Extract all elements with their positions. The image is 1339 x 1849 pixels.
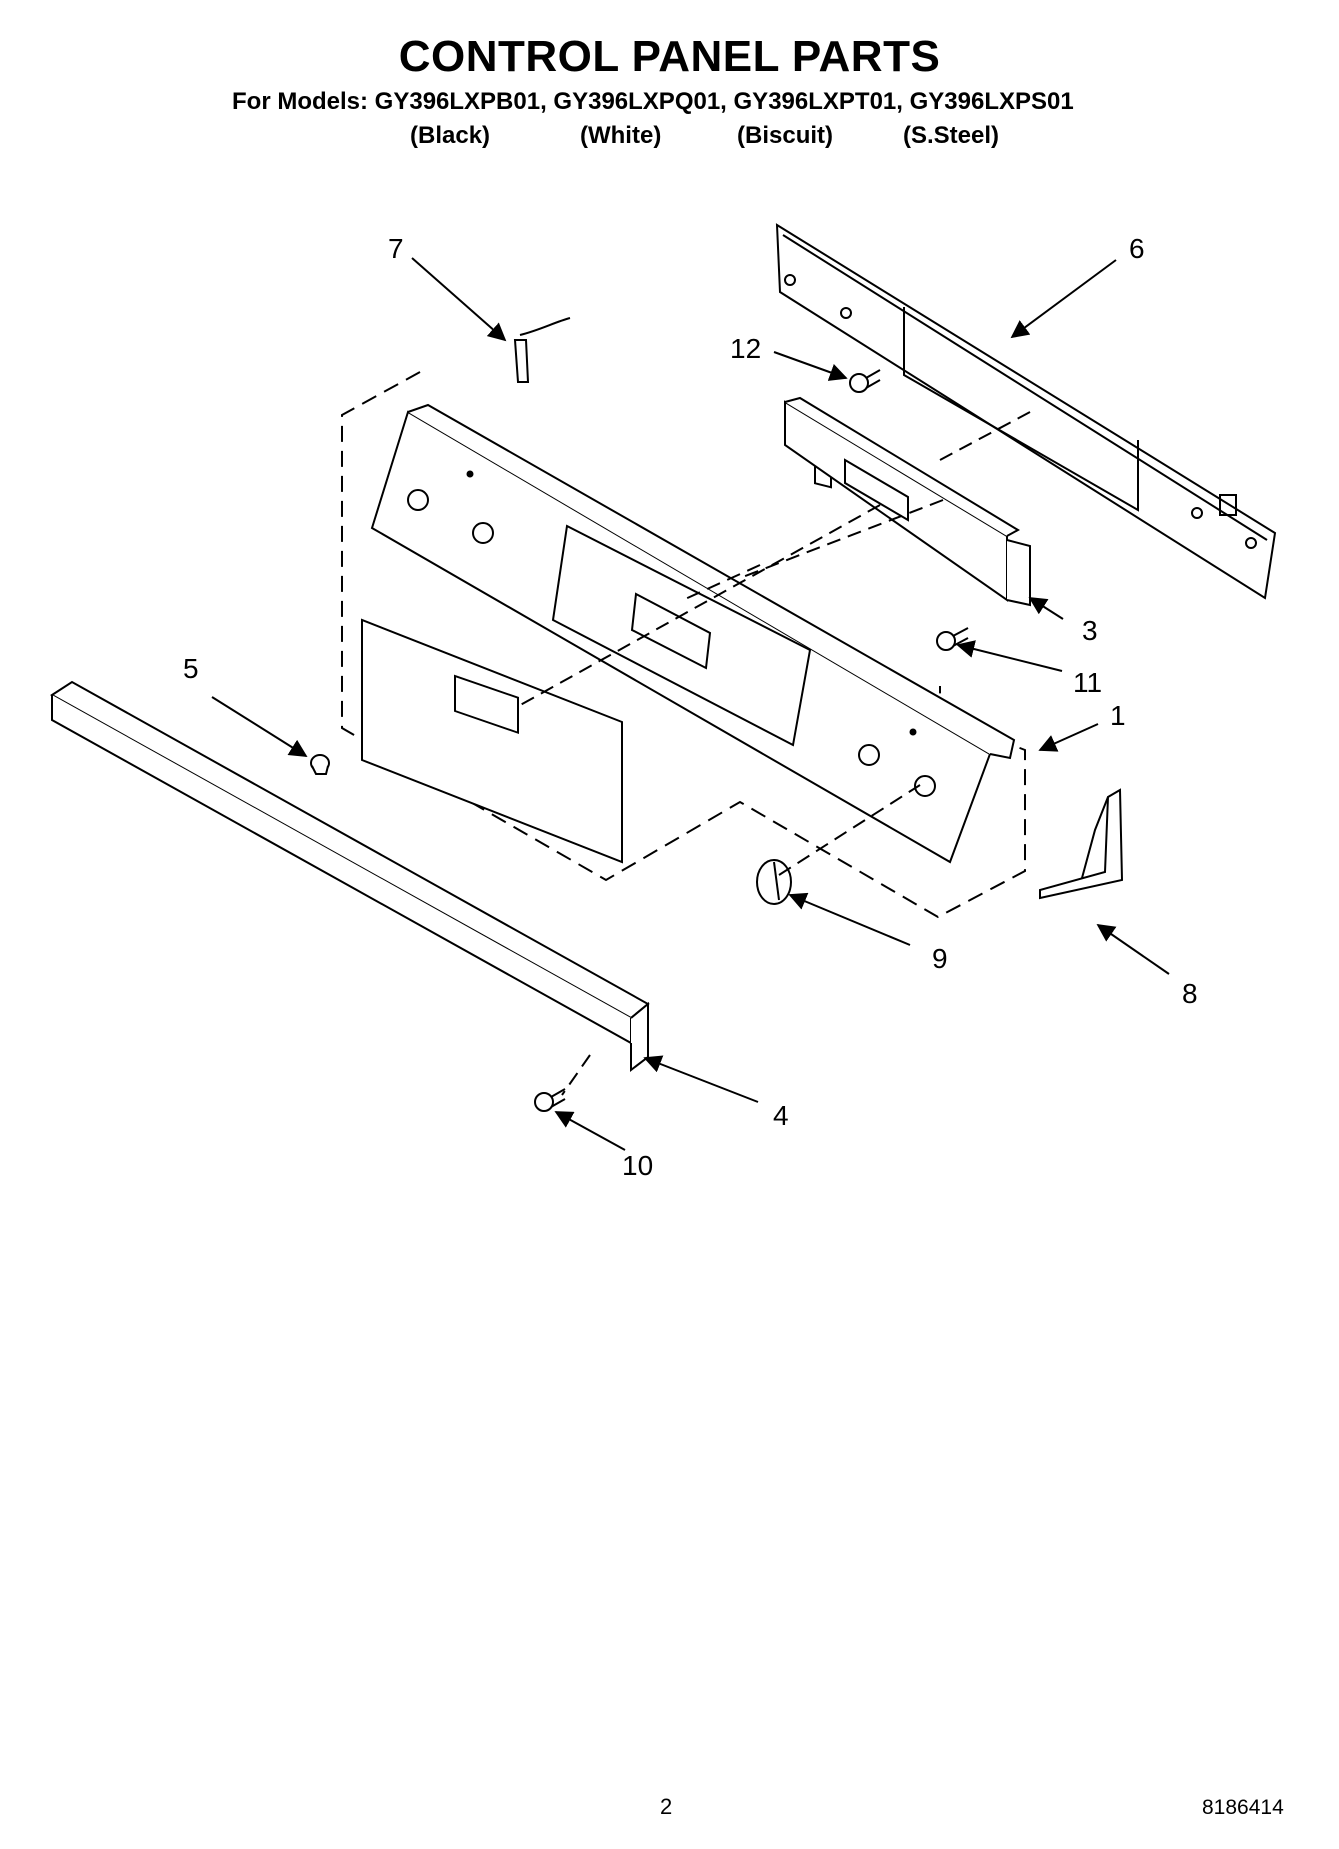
callout-12: 12 <box>730 333 761 364</box>
callout-3: 3 <box>1082 615 1098 646</box>
document-number: 8186414 <box>1202 1796 1284 1819</box>
knob-9-part <box>756 859 792 905</box>
color-biscuit: (Biscuit) <box>737 122 833 149</box>
plug-5-part <box>310 754 330 775</box>
color-black: (Black) <box>410 122 491 149</box>
trim-strip-part <box>50 680 650 1073</box>
leader-arrows <box>211 257 1170 1151</box>
callout-9: 9 <box>932 943 948 974</box>
wire-harness-part <box>513 317 571 383</box>
page-number: 2 <box>660 1794 673 1819</box>
assembly-guides <box>514 411 1031 1096</box>
screw-10-part <box>534 1088 566 1112</box>
screw-12-part <box>849 369 881 393</box>
color-white: (White) <box>580 122 662 149</box>
back-panel-part <box>775 223 1277 600</box>
callout-7: 7 <box>388 233 404 264</box>
callout-8: 8 <box>1182 978 1198 1009</box>
callout-5: 5 <box>183 653 199 684</box>
callout-11: 11 <box>1073 667 1102 698</box>
control-housing-part <box>784 396 1031 607</box>
callout-10: 10 <box>622 1150 653 1181</box>
callout-4: 4 <box>773 1100 789 1131</box>
control-panel-part <box>361 403 1016 864</box>
callout-6: 6 <box>1129 233 1145 264</box>
page-title: CONTROL PANEL PARTS <box>398 32 941 81</box>
screw-11-part <box>936 627 969 651</box>
callout-1: 1 <box>1110 700 1126 731</box>
color-steel: (S.Steel) <box>903 122 1000 149</box>
end-cap-8-part <box>1039 788 1124 900</box>
models-line: For Models: GY396LXPB01, GY396LXPQ01, GY… <box>232 88 1074 115</box>
